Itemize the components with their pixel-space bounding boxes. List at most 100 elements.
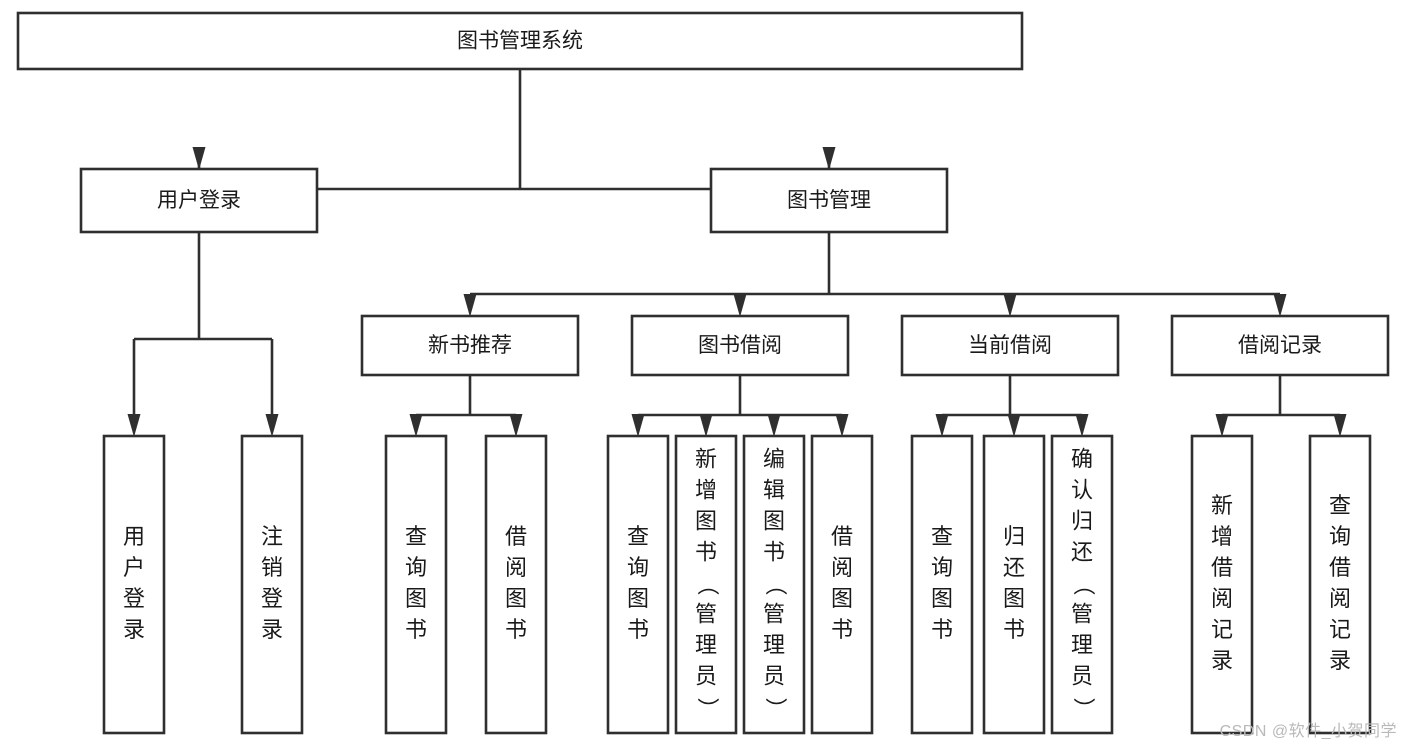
node-label-char: 管 [1071, 601, 1093, 626]
arrow-head-icon [733, 294, 747, 317]
node-label: 图书管理系统 [457, 30, 583, 53]
node-label-char: 图 [931, 586, 953, 611]
node-label-char: 销 [261, 555, 283, 580]
node-label-char: 阅 [831, 555, 853, 580]
arrow-head-icon [767, 414, 781, 437]
node-label-char: 书 [695, 539, 717, 564]
node-leaf-query-book-2[interactable]: 查询图书查询图书 [606, 434, 670, 735]
node-label-char: 书 [763, 539, 785, 564]
node-label-char: 查 [1329, 493, 1351, 518]
node-leaf-query-book-1[interactable]: 查询图书查询图书 [384, 434, 448, 735]
node-label-char: 新 [695, 446, 717, 471]
node-label-char: （ [1071, 573, 1096, 595]
arrow-head-icon [265, 414, 279, 437]
node-label-char: 图 [695, 508, 717, 533]
node-box [606, 434, 670, 735]
arrow-head-icon [127, 414, 141, 437]
node-box [16, 11, 1024, 71]
node-box [1170, 314, 1390, 377]
node-label-char: 管 [695, 601, 717, 626]
node-leaf-logout[interactable]: 注销登录注销登录 [240, 434, 304, 735]
node-leaf-borrow-book-1[interactable]: 借阅图书借阅图书 [484, 434, 548, 735]
node-label-char: 登 [123, 586, 145, 611]
node-new-book-rec[interactable]: 新书推荐 [360, 314, 580, 377]
node-borrow-record[interactable]: 借阅记录 [1170, 314, 1390, 377]
arrow-head-icon [409, 414, 423, 437]
node-label-char: 图 [831, 586, 853, 611]
node-leaf-query-book-3[interactable]: 查询图书查询图书 [910, 434, 974, 735]
node-box [910, 434, 974, 735]
node-label-char: 登 [261, 586, 283, 611]
node-label-char: 增 [695, 477, 717, 502]
node-label-char: 认 [1071, 477, 1093, 502]
node-box [674, 434, 738, 735]
node-label-char: 户 [123, 555, 145, 580]
arrow-head-icon [509, 414, 523, 437]
node-label-char: 借 [831, 524, 853, 549]
arrow-head-icon [935, 414, 949, 437]
node-label-char: 借 [1329, 555, 1351, 580]
arrow-head-icon [463, 294, 477, 317]
arrow-head-icon [1007, 414, 1021, 437]
node-label-char: 录 [123, 617, 145, 642]
node-book-borrow[interactable]: 图书借阅 [630, 314, 850, 377]
node-box [1308, 434, 1372, 735]
arrow-head-icon [1273, 294, 1287, 317]
node-box [900, 314, 1120, 377]
node-label-char: 辑 [763, 477, 785, 502]
node-label-char: 理 [695, 632, 717, 657]
node-label-char: 询 [405, 555, 427, 580]
node-leaf-user-login[interactable]: 用户登录用户登录 [102, 434, 166, 735]
node-box [810, 434, 874, 735]
node-label: 图书管理 [787, 189, 871, 212]
node-label-char: 记 [1211, 617, 1233, 642]
arrow-head-icon [1215, 414, 1229, 437]
node-label-char: 录 [1211, 648, 1233, 673]
node-box [360, 314, 580, 377]
node-leaf-query-record[interactable]: 查询借阅记录查询借阅记录 [1308, 434, 1372, 735]
node-label-char: 理 [1071, 632, 1093, 657]
node-label-char: 借 [1211, 555, 1233, 580]
node-box [102, 434, 166, 735]
node-label-char: 图 [1003, 586, 1025, 611]
node-label-char: 图 [627, 586, 649, 611]
watermark-text: CSDN @软件_小贺同学 [1219, 723, 1397, 740]
node-label-char: 员 [695, 663, 717, 688]
node-leaf-add-record[interactable]: 新增借阅记录新增借阅记录 [1190, 434, 1254, 735]
node-leaf-return-book[interactable]: 归还图书归还图书 [982, 434, 1046, 735]
node-label-char: 借 [505, 524, 527, 549]
node-label-char: 管 [763, 601, 785, 626]
arrow-head-icon [1333, 414, 1347, 437]
node-box [384, 434, 448, 735]
node-label-char: 书 [505, 617, 527, 642]
node-label-char: 新 [1211, 493, 1233, 518]
node-label-char: （ [763, 573, 788, 595]
node-label-char: 询 [1329, 524, 1351, 549]
node-current-borrow[interactable]: 当前借阅 [900, 314, 1120, 377]
node-label-char: 还 [1003, 555, 1025, 580]
node-label-char: 录 [1329, 648, 1351, 673]
node-label-char: 图 [763, 508, 785, 533]
node-user-login[interactable]: 用户登录 [79, 167, 319, 234]
node-label-char: 图 [505, 586, 527, 611]
node-book-manage[interactable]: 图书管理 [709, 167, 949, 234]
node-label: 新书推荐 [428, 334, 512, 357]
arrow-head-icon [835, 414, 849, 437]
node-box [742, 434, 806, 735]
node-root[interactable]: 图书管理系统 [16, 11, 1024, 71]
node-label-char: 书 [1003, 617, 1025, 642]
arrow-head-icon [192, 147, 206, 170]
arrow-head-icon [1075, 414, 1089, 437]
node-label-char: 书 [931, 617, 953, 642]
node-leaf-borrow-book-2[interactable]: 借阅图书借阅图书 [810, 434, 874, 735]
node-box [982, 434, 1046, 735]
node-label-char: 增 [1211, 524, 1233, 549]
node-box [1050, 434, 1114, 735]
arrow-head-icon [631, 414, 645, 437]
arrow-head-icon [699, 414, 713, 437]
